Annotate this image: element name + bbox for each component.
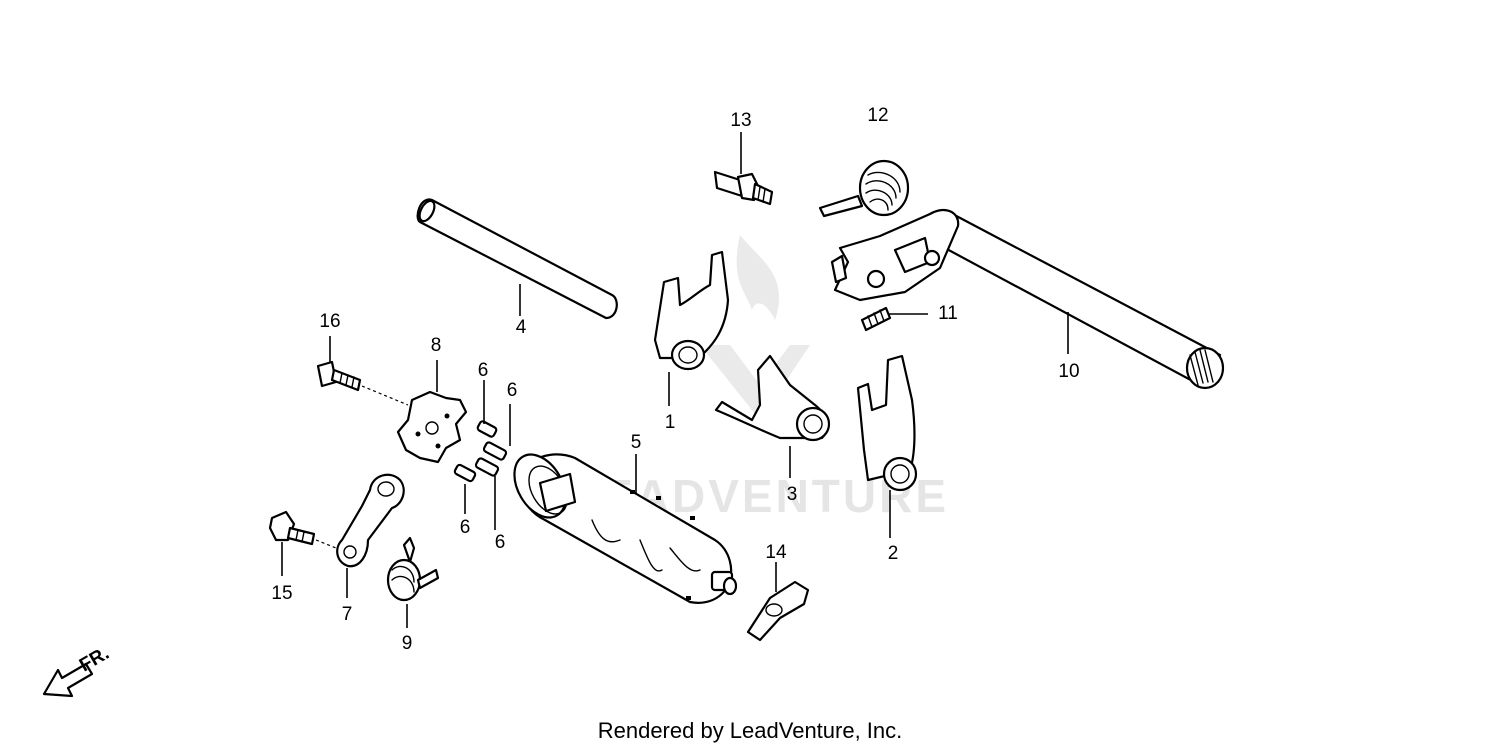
callout-5: 5 — [631, 432, 642, 453]
credit-text: Rendered by LeadVenture, Inc. — [598, 718, 903, 743]
callout-15: 15 — [271, 583, 292, 604]
callout-14: 14 — [765, 542, 787, 563]
callout-3: 3 — [787, 484, 798, 505]
shift-drum — [513, 453, 738, 604]
gearshift-spindle — [830, 208, 1225, 390]
callout-6-bottom-left: 6 — [460, 517, 471, 538]
callout-6-top-left: 6 — [478, 360, 489, 381]
callout-16: 16 — [319, 311, 340, 332]
callout-12: 12 — [867, 105, 888, 126]
callout-7: 7 — [342, 604, 353, 625]
callout-8: 8 — [431, 335, 442, 356]
callout-labels: 13 12 4 16 8 6 6 6 6 1 5 3 2 11 10 14 15… — [271, 105, 1079, 654]
leader-lines — [281, 132, 1069, 628]
bolt-15 — [268, 510, 337, 549]
callout-9: 9 — [402, 633, 413, 654]
shift-fork-3 — [714, 354, 831, 442]
callout-6-top-right: 6 — [507, 380, 518, 401]
shift-fork-shaft — [416, 198, 618, 320]
callout-13: 13 — [730, 110, 751, 131]
pins — [453, 420, 508, 483]
callout-6-bottom-right: 6 — [495, 532, 506, 553]
return-spring — [818, 159, 910, 218]
callout-2: 2 — [888, 543, 899, 564]
stopper-bolt — [713, 170, 774, 206]
drum-stopper-plate — [396, 390, 468, 464]
shift-fork-1 — [653, 250, 730, 371]
callout-1: 1 — [665, 412, 676, 433]
stopper-arm — [336, 473, 405, 568]
callout-10: 10 — [1058, 361, 1079, 382]
bolt-16 — [316, 360, 409, 406]
front-direction-arrow: FR. — [42, 643, 113, 698]
stopper-spring — [386, 536, 440, 602]
set-washer — [746, 580, 810, 642]
callout-11: 11 — [938, 303, 958, 324]
callout-4: 4 — [516, 317, 527, 338]
small-spring — [860, 306, 892, 332]
shift-fork-2 — [856, 354, 918, 492]
